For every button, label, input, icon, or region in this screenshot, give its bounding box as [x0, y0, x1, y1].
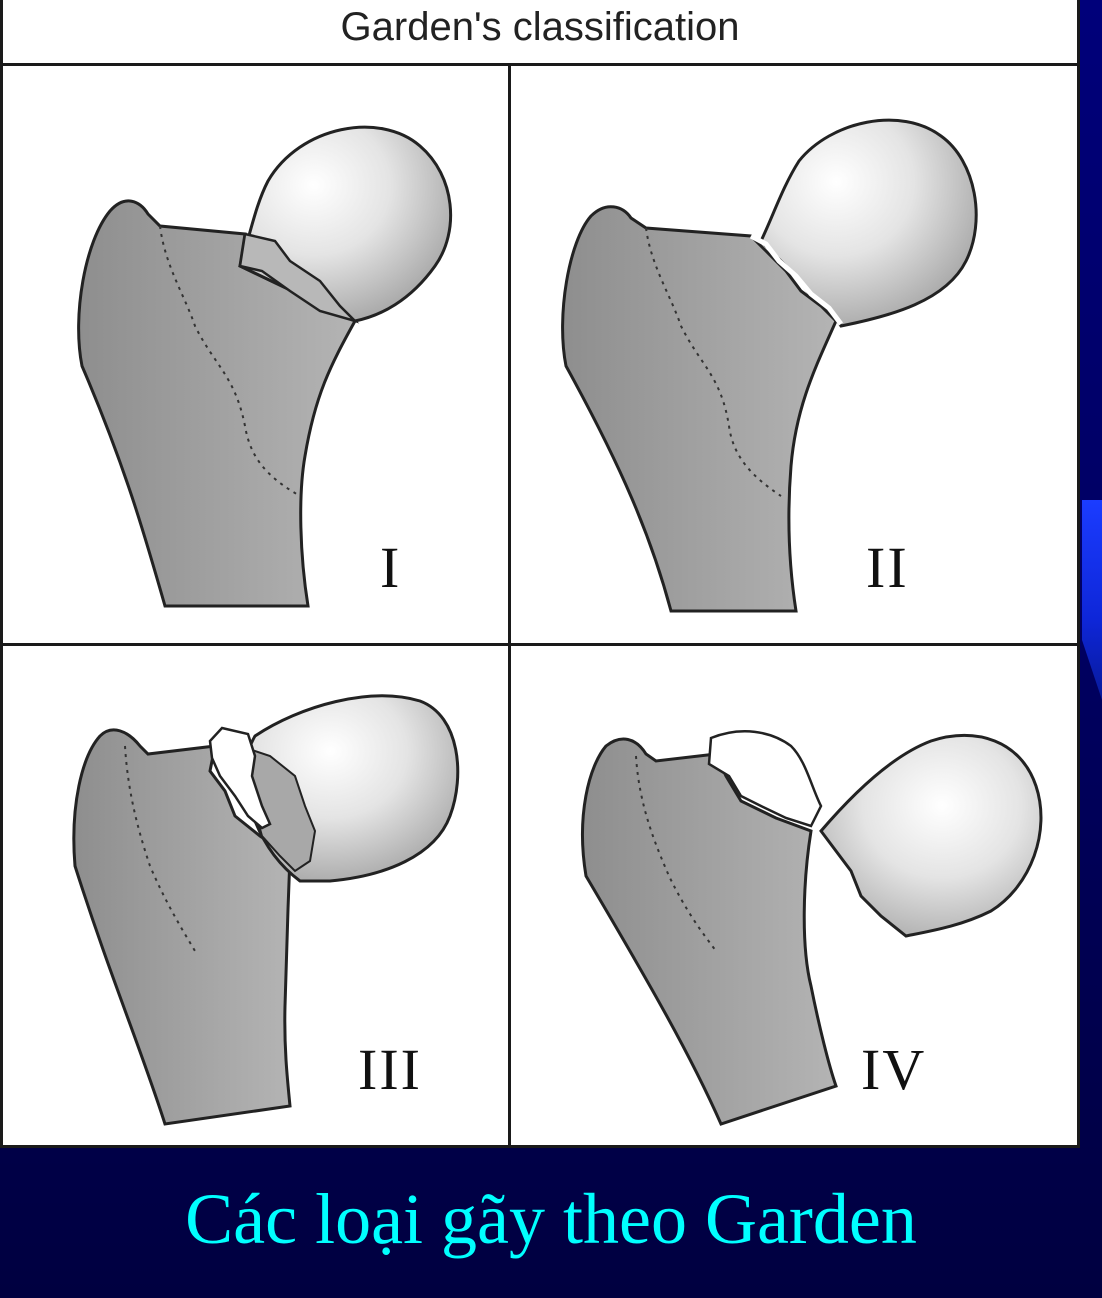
panel-stage-iii: III — [0, 646, 508, 1148]
slide-caption: Các loại gãy theo Garden — [185, 1179, 917, 1259]
stage-label-ii: II — [866, 535, 909, 600]
stage-label-i: I — [380, 535, 402, 600]
femur-stage-ii-illustration — [561, 118, 978, 613]
grid-divider-horizontal — [0, 643, 1080, 646]
figure-border — [0, 0, 3, 1148]
panel-stage-iv: IV — [511, 646, 1080, 1148]
stage-label-iii: III — [358, 1037, 422, 1102]
slide-accent-shape — [1082, 500, 1102, 700]
femur-stage-iii-illustration — [72, 694, 460, 1126]
femur-stage-i-illustration — [77, 125, 453, 608]
stage-label-iv: IV — [861, 1037, 927, 1102]
figure-title: Garden's classification — [0, 0, 1080, 66]
panel-stage-ii: II — [511, 66, 1080, 643]
panel-stage-i: I — [0, 66, 508, 643]
grid-divider-vertical — [508, 66, 511, 1148]
femur-stage-iv-illustration — [581, 730, 1043, 1126]
garden-classification-figure: Garden's classification I — [0, 0, 1080, 1148]
